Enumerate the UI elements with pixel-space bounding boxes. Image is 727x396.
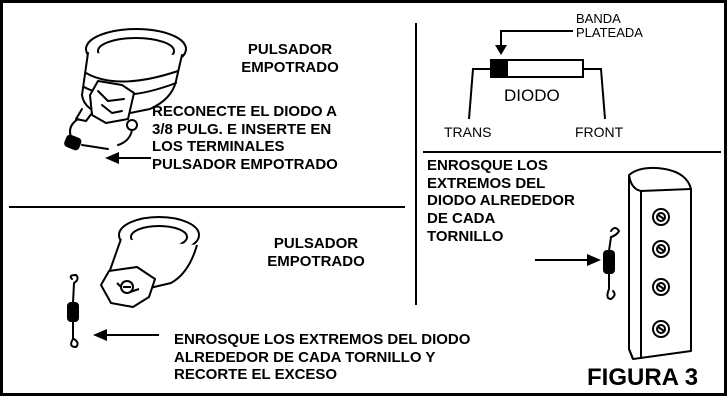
bottom-left-instruction-line2: ALREDEDOR DE CADA TORNILLO Y — [174, 348, 436, 366]
bottom-left-diode-icon — [67, 273, 79, 349]
top-left-instruction-line1: RECONECTE EL DIODO A — [152, 103, 338, 120]
band-label: BANDA PLATEADA — [576, 11, 643, 41]
right-panel-instruction-line4: DE CADA — [427, 210, 496, 228]
bottom-left-title-line2: EMPOTRADO — [267, 252, 365, 270]
top-left-title: PULSADOR EMPOTRADO — [225, 41, 355, 76]
right-panel-instruction-line5: TORNILLO — [427, 227, 504, 245]
screw-3-icon — [652, 278, 670, 296]
bottom-left-instruction-line1: ENROSQUE LOS EXTREMOS DEL DIODO — [174, 331, 471, 348]
diode-component-label: DIODO — [504, 86, 560, 105]
right-panel-instruction-line2: EXTREMOS DEL — [427, 174, 546, 192]
bottom-left-instruction-line3: RECORTE EL EXCESO — [174, 366, 338, 384]
right-panel-instruction-line3: DIODO ALREDEDOR — [427, 192, 575, 210]
recessed-button-screws-illustration — [100, 216, 200, 308]
right-panel-pointer-arrow — [535, 254, 601, 266]
band-label-line1: BANDA — [576, 11, 621, 26]
left-divider-line — [9, 206, 405, 208]
right-panel-instruction: ENROSQUE LOS EXTREMOS DEL DIODO ALREDEDO… — [427, 157, 575, 245]
top-left-title-line2: EMPOTRADO — [241, 58, 339, 76]
recessed-button-with-diode-illustration — [64, 28, 187, 151]
screw-1-icon — [652, 208, 670, 226]
screw-4-icon — [652, 320, 670, 338]
bottom-left-pointer-arrow — [93, 329, 159, 341]
diode-schematic — [468, 30, 606, 120]
top-left-instruction-line4: PULSADOR EMPOTRADO — [152, 156, 338, 174]
top-left-pointer-arrow — [105, 152, 151, 164]
top-left-title-line1: PULSADOR — [247, 41, 333, 58]
terminal-block-illustration — [628, 166, 692, 360]
screw-2-icon — [652, 240, 670, 258]
figure-label: FIGURA 3 — [587, 364, 699, 391]
top-left-instruction-line3: LOS TERMINALES — [152, 138, 285, 156]
right-panel-instruction-line1: ENROSQUE LOS — [427, 157, 548, 174]
bottom-left-instruction: ENROSQUE LOS EXTREMOS DEL DIODO ALREDEDO… — [174, 331, 470, 384]
bottom-left-title-line1: PULSADOR — [273, 235, 359, 252]
center-divider-line — [415, 23, 417, 305]
bottom-left-title: PULSADOR EMPOTRADO — [256, 235, 376, 270]
right-divider-line — [423, 151, 721, 153]
band-label-line2: PLATEADA — [576, 25, 643, 41]
top-left-instruction: RECONECTE EL DIODO A 3/8 PULG. E INSERTE… — [152, 103, 338, 174]
right-panel-diode-icon — [603, 227, 621, 301]
diode-left-lead-label: TRANS — [444, 124, 492, 140]
top-left-instruction-line2: 3/8 PULG. E INSERTE EN — [152, 120, 332, 138]
diode-right-lead-label: FRONT — [575, 124, 624, 140]
